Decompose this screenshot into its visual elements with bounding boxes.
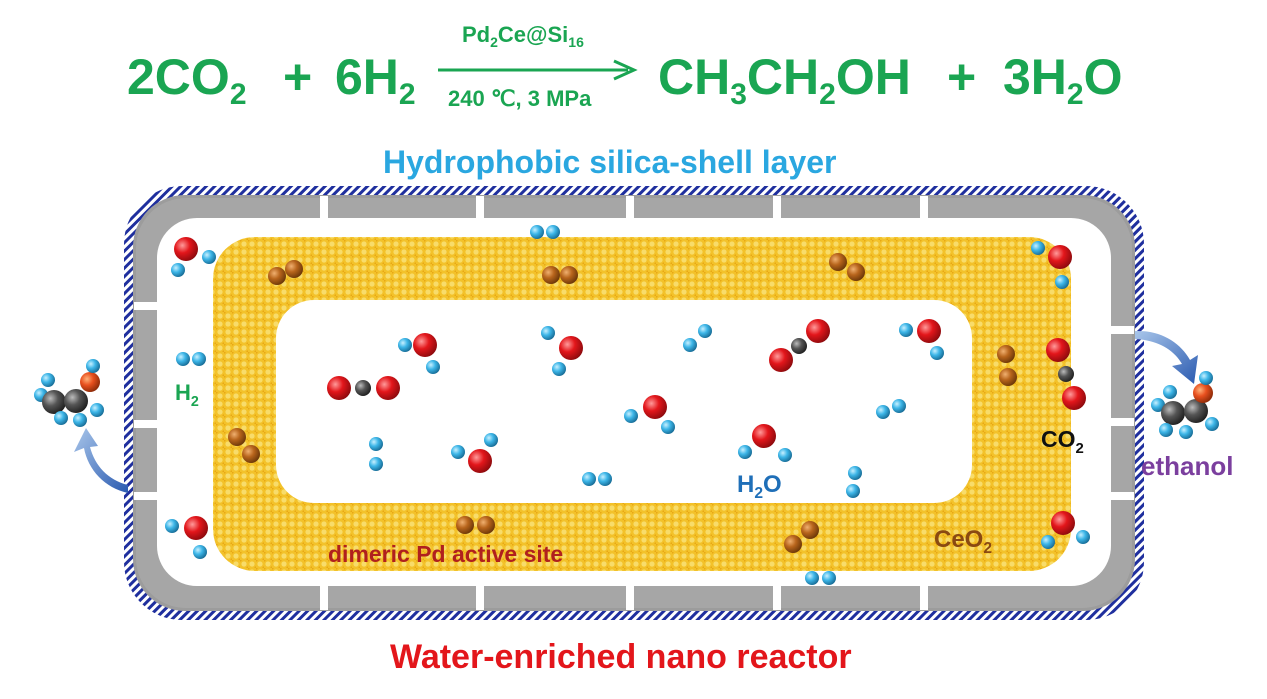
catalyst-label: Pd2Ce@Si16 [462, 22, 584, 50]
pd-dimers [228, 253, 1017, 553]
h2o-molecules [165, 237, 1090, 559]
h2o-label: H2O [737, 471, 782, 502]
product-water: 3H2O [1003, 49, 1123, 111]
reaction-conditions: 240 ℃, 3 MPa [448, 86, 592, 111]
shell-label: Hydrophobic silica-shell layer [383, 144, 837, 180]
h2-molecules [176, 225, 906, 585]
co2-molecules [327, 319, 1086, 410]
ethanol-molecule-right [1151, 371, 1219, 439]
reactor-label: Water-enriched nano reactor [390, 638, 852, 676]
reactant-h2: 6H2 [335, 49, 416, 111]
reaction-arrow [438, 59, 638, 81]
shell-pores [134, 196, 1134, 610]
ethanol-label: ethanol [1141, 451, 1234, 481]
plus-sign: + [283, 49, 313, 105]
reactant-co2: 2CO2 [127, 49, 247, 111]
inner-core [276, 300, 972, 503]
ceo2-label: CeO2 [934, 526, 993, 557]
h2-label: H2 [175, 380, 199, 410]
plus-sign-2: + [947, 49, 977, 105]
ethanol-molecule-left [34, 359, 104, 427]
pd-site-label: dimeric Pd active site [328, 541, 564, 567]
ethanol-exit-arrow-right [1135, 330, 1198, 384]
co2-label: CO2 [1041, 426, 1084, 457]
ethanol-exit-arrow-left [74, 428, 128, 493]
product-ethanol-formula: CH3CH2OH [658, 49, 911, 111]
